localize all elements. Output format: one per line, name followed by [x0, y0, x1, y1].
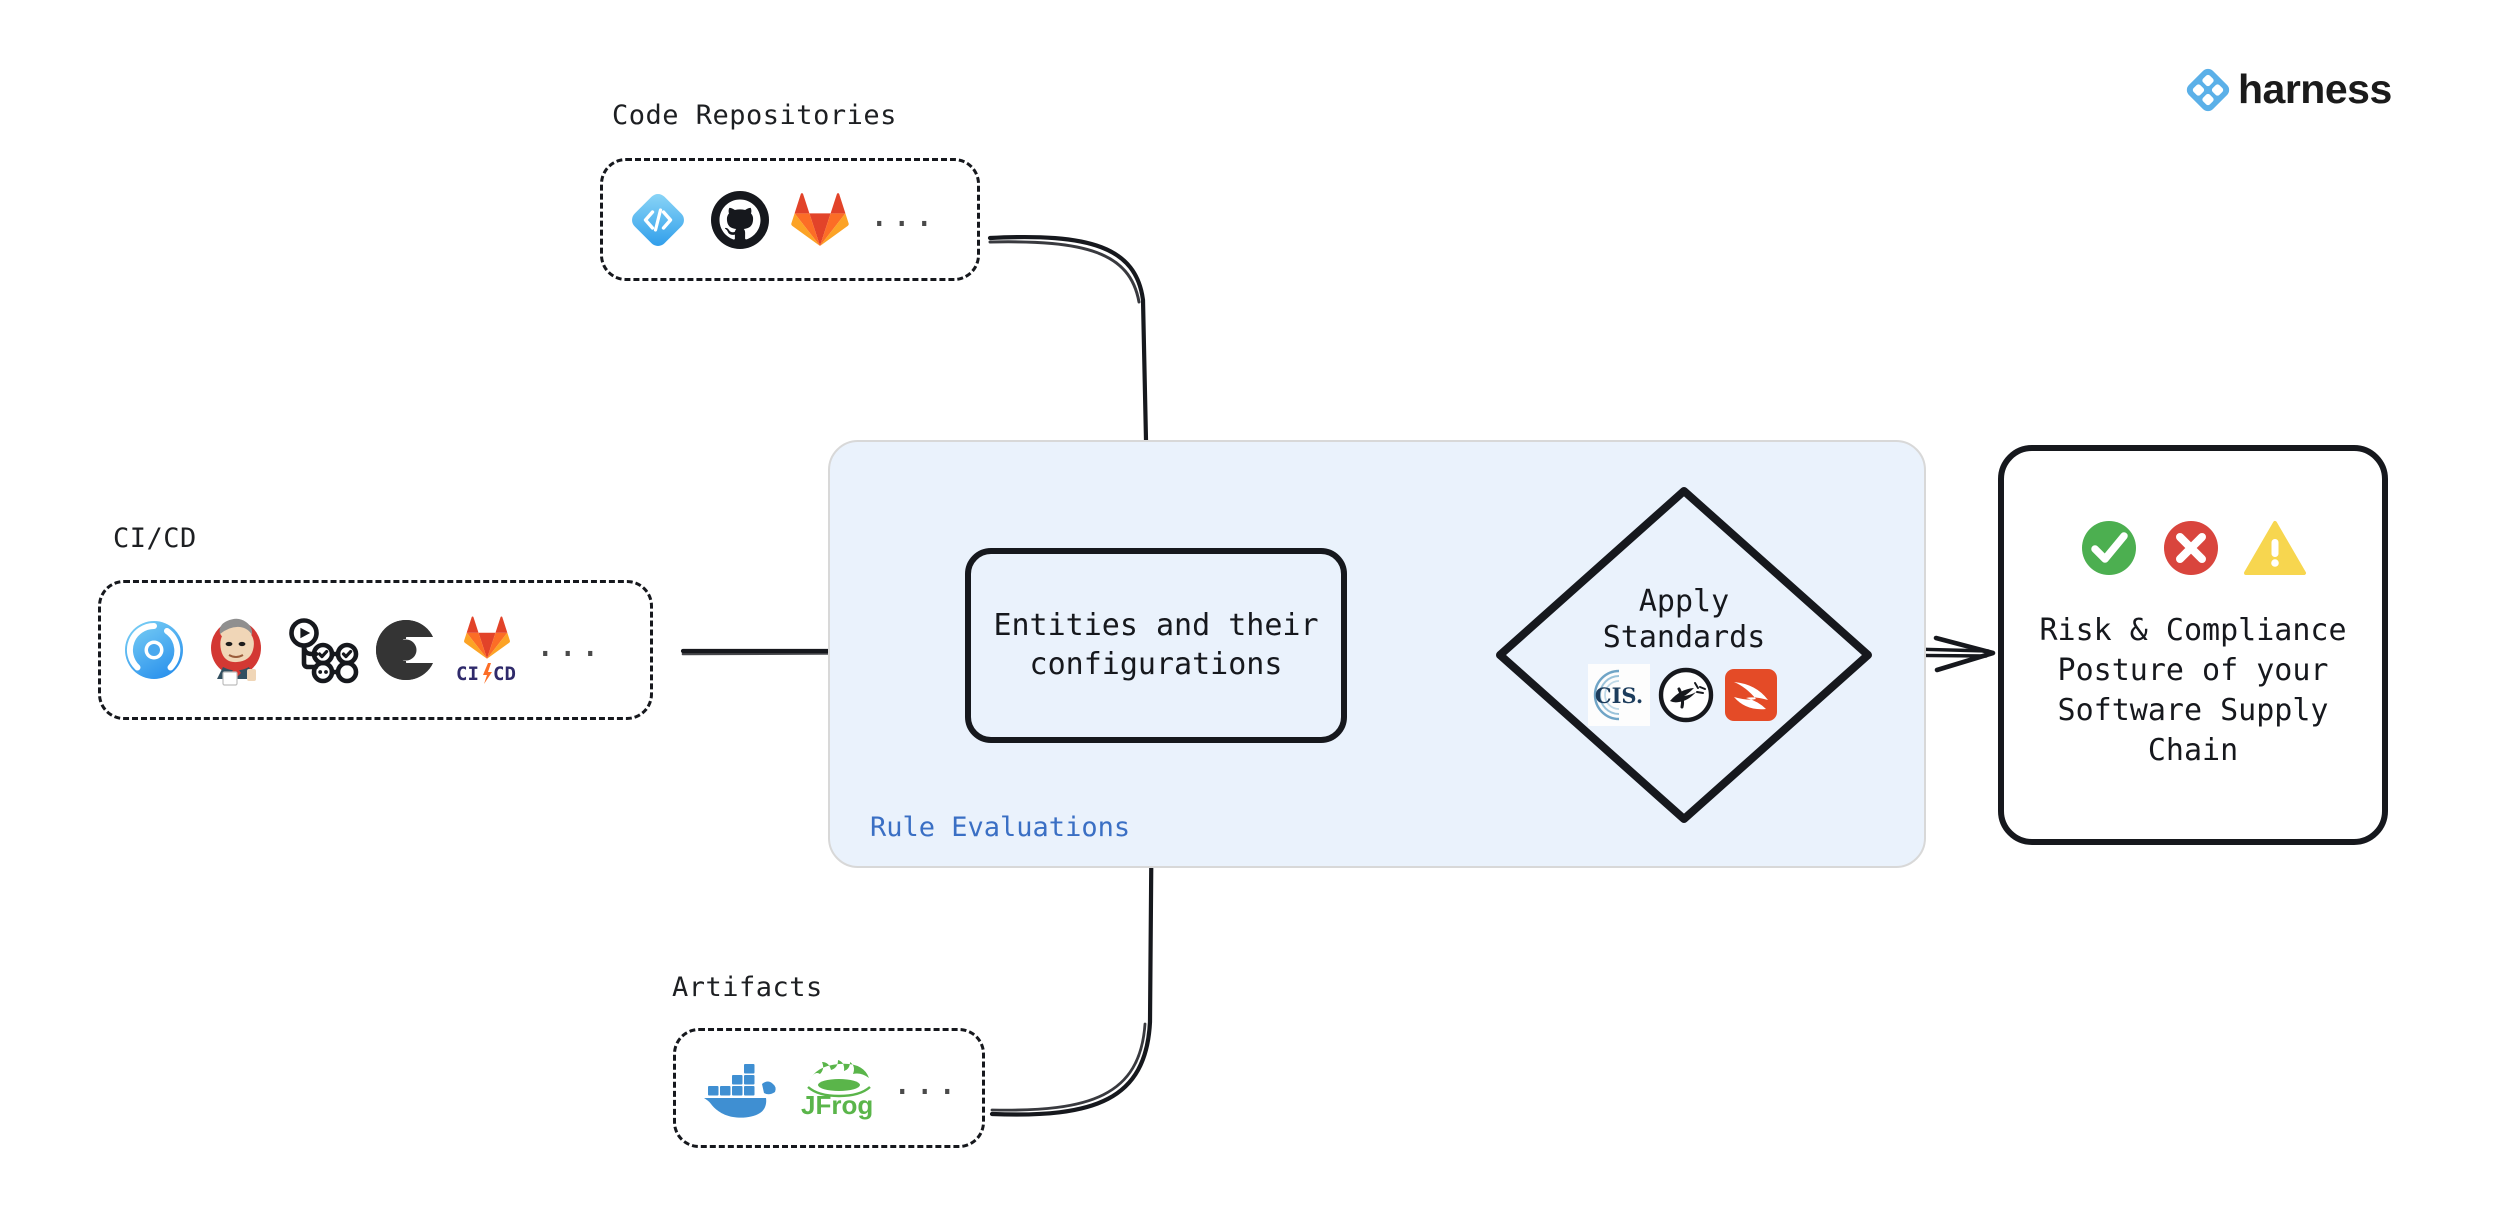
- group-label-code-repositories: Code Repositories: [612, 100, 897, 131]
- entities-node-label: Entities and their configurations: [993, 608, 1319, 682]
- harness-brand: harness: [2186, 66, 2392, 113]
- circleci-icon: [373, 617, 440, 683]
- svg-text:CIS.: CIS.: [1595, 683, 1643, 708]
- github-actions-icon: [285, 617, 359, 684]
- source-group-ci-cd[interactable]: CI CD ...: [98, 580, 653, 720]
- entities-node[interactable]: Entities and their configurations: [965, 548, 1347, 743]
- harness-diamond-logo-icon: [2186, 68, 2230, 111]
- svg-text:CD: CD: [493, 663, 516, 685]
- status-icon-row: [2080, 519, 2306, 577]
- rule-evaluations-label: Rule Evaluations: [870, 812, 1131, 843]
- diamond-shape-icon: [1496, 487, 1872, 823]
- jfrog-icon: JFrog: [800, 1054, 878, 1122]
- error-cross-icon: [2162, 519, 2220, 577]
- slsa-logo-icon: [1722, 666, 1780, 724]
- apply-standards-label: Apply Standards: [1602, 584, 1766, 655]
- openssf-logo-icon: [1657, 666, 1715, 724]
- bitbucket-code-icon: [625, 187, 691, 253]
- argo-cd-icon: [121, 617, 187, 683]
- source-group-artifacts[interactable]: JFrog ...: [673, 1028, 985, 1148]
- rule-evaluations-panel: [828, 440, 1926, 868]
- success-check-icon: [2080, 519, 2138, 577]
- warning-triangle-icon: [2244, 519, 2306, 577]
- source-group-code-repositories[interactable]: ...: [600, 158, 980, 281]
- jenkins-icon: [203, 614, 269, 686]
- harness-wordmark: harness: [2238, 66, 2392, 112]
- apply-standards-node[interactable]: Apply Standards CIS.: [1494, 485, 1874, 825]
- outcome-node[interactable]: Risk & Compliance Posture of your Softwa…: [1998, 445, 2388, 845]
- ci-cd-ellipsis: ...: [535, 625, 603, 665]
- svg-text:JFrog: JFrog: [801, 1090, 873, 1120]
- group-label-ci-cd: CI/CD: [113, 523, 197, 554]
- code-repositories-ellipsis: ...: [869, 194, 937, 235]
- outcome-node-label: Risk & Compliance Posture of your Softwa…: [2039, 613, 2347, 768]
- group-label-artifacts: Artifacts: [672, 972, 823, 1003]
- standards-icon-row: CIS.: [1588, 664, 1780, 726]
- gitlab-icon: [789, 190, 851, 250]
- artifacts-ellipsis: ...: [892, 1063, 960, 1103]
- svg-text:CI: CI: [456, 663, 479, 685]
- docker-icon: [700, 1054, 786, 1122]
- gitlab-ci-cd-icon: CI CD: [455, 614, 519, 686]
- github-icon: [709, 189, 771, 251]
- cis-logo-icon: CIS.: [1588, 664, 1650, 726]
